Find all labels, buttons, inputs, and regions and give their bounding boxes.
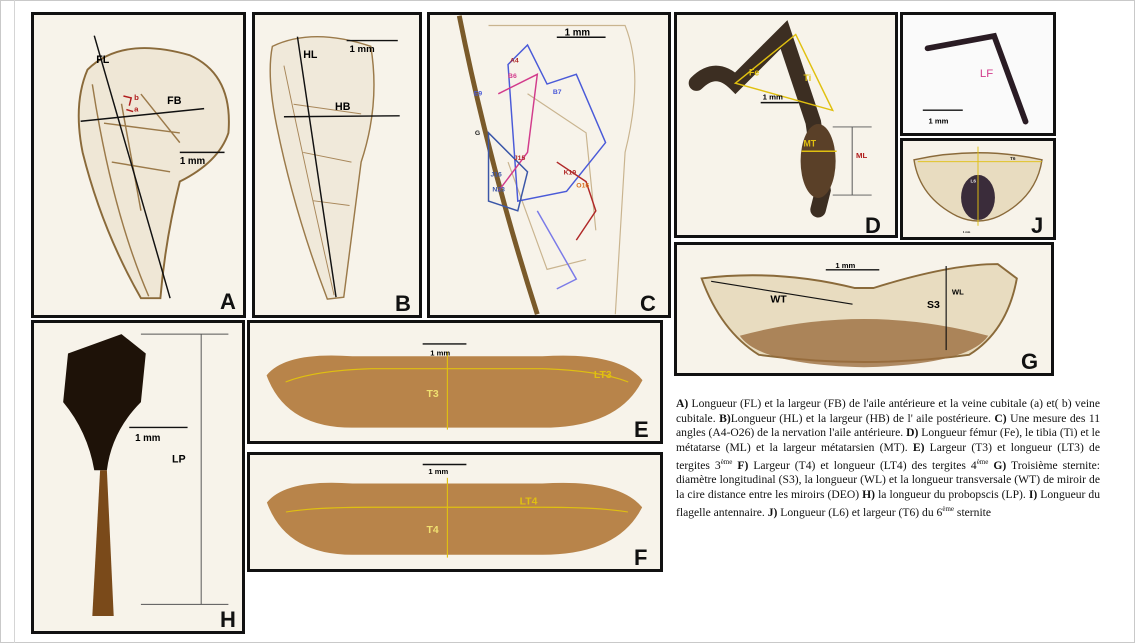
label-ti: Ti [804, 73, 812, 83]
hindwing-drawing: HL 1 mm HB [255, 15, 419, 315]
caption-sup-j: ème [942, 505, 954, 513]
caption-key-d: D) [906, 426, 918, 439]
label-lt4: LT4 [520, 496, 538, 507]
label-fl: FL [96, 54, 110, 66]
caption-key-i: I) [1029, 488, 1037, 501]
tergite4-drawing: 1 mm T4 LT4 [250, 455, 660, 569]
panel-e-tergite3: 1 mm T3 LT3 E [247, 320, 663, 444]
label-mt: MT [804, 138, 817, 148]
venation-drawing: 1 mm A4 B6 B7 E9 G J15 J16 N23 K19 O16 [430, 15, 668, 315]
label-j15: J15 [514, 155, 526, 162]
leg-drawing: 1 mm Fe Ti MT ML [677, 15, 895, 235]
caption-text-j: Longueur (L6) et largeur (T6) du 6 [777, 506, 942, 519]
label-a4: A4 [510, 58, 519, 65]
label-lt3: LT3 [594, 370, 612, 381]
label-hl: HL [303, 49, 318, 61]
scale-label: 1 mm [180, 156, 206, 167]
label-a: a [134, 105, 139, 114]
label-wl: WL [952, 288, 964, 297]
label-lp: LP [172, 453, 186, 465]
caption-key-e: E) [913, 441, 925, 454]
caption-key-h: H) [862, 488, 875, 501]
panel-letter: G [1021, 349, 1038, 375]
caption-text-h: la longueur du probopscis (LP). [875, 488, 1029, 501]
label-s3: S3 [927, 299, 940, 311]
label-b: b [134, 93, 139, 102]
scale-label: 1 mm [963, 230, 971, 234]
panel-b-hindwing: HL 1 mm HB B [252, 12, 422, 318]
label-ml: ML [856, 151, 867, 160]
label-wt: WT [770, 293, 787, 305]
caption-text-f: Largeur (T4) et longueur (LT4) des tergi… [748, 459, 976, 472]
panel-h-proboscis: 1 mm LP H [31, 320, 245, 634]
panel-c-venation-angles: 1 mm A4 B6 B7 E9 G J15 J16 N23 K19 O16 C [427, 12, 671, 318]
scale-label: 1 mm [428, 467, 448, 476]
scale-label: 1 mm [835, 261, 855, 270]
panel-i-antenna: 1 mm LF [900, 12, 1056, 136]
label-t6: T6 [1010, 156, 1016, 161]
panel-f-tergite4: 1 mm T4 LT4 F [247, 452, 663, 572]
panel-letter: F [634, 545, 647, 571]
caption-key-b: B) [719, 412, 731, 425]
panel-d-leg: 1 mm Fe Ti MT ML D [674, 12, 898, 238]
figure-caption: A) Longueur (FL) et la largeur (FB) de l… [676, 397, 1100, 521]
label-j16: J16 [490, 172, 502, 179]
caption-key-j: J) [768, 506, 778, 519]
caption-key-c: C) [994, 412, 1006, 425]
panel-a-forewing: FL FB b a 1 mm A [31, 12, 246, 318]
panel-g-sternite3: 1 mm WT S3 WL G [674, 242, 1054, 376]
caption-key-a: A) [676, 397, 688, 410]
label-fb: FB [167, 95, 182, 107]
panel-letter: C [640, 291, 656, 317]
label-o16: O16 [576, 182, 589, 189]
panel-j-sternite6: T6 L6 1 mm J [900, 138, 1056, 240]
caption-text-b: Longueur (HL) et la largeur (HB) de l' a… [731, 412, 995, 425]
label-fe: Fe [749, 67, 759, 77]
panel-letter: H [220, 607, 236, 633]
proboscis-drawing: 1 mm LP [34, 323, 242, 631]
label-l6: L6 [970, 178, 976, 183]
caption-sup-e: ème [721, 458, 733, 466]
label-e9: E9 [474, 91, 483, 98]
scale-label: 1 mm [430, 348, 450, 357]
caption-sup-f: ème [977, 458, 989, 466]
label-g: G [475, 130, 480, 137]
scale-label: 1 mm [350, 44, 375, 55]
sternite3-drawing: 1 mm WT S3 WL [677, 245, 1051, 373]
caption-key-f: F) [737, 459, 748, 472]
label-b6: B6 [508, 73, 517, 80]
panel-letter: E [634, 417, 649, 443]
tergite3-drawing: 1 mm T3 LT3 [250, 323, 660, 441]
caption-key-g: G) [993, 459, 1006, 472]
label-t4: T4 [427, 525, 439, 536]
scale-label: 1 mm [929, 116, 949, 125]
forewing-drawing: FL FB b a 1 mm [34, 15, 243, 315]
panel-letter: A [220, 289, 236, 315]
scale-label: 1 mm [565, 27, 591, 38]
scale-label: 1 mm [763, 93, 783, 102]
antenna-drawing: 1 mm LF [903, 15, 1053, 133]
panel-letter: D [865, 213, 881, 238]
label-k19: K19 [564, 170, 577, 177]
panel-letter: B [395, 291, 411, 317]
left-margin-rule [14, 0, 15, 643]
label-hb: HB [335, 101, 351, 113]
label-t3: T3 [426, 389, 438, 400]
label-n23: N23 [492, 186, 505, 193]
caption-text-j-end: sternite [954, 506, 991, 519]
scale-label: 1 mm [135, 433, 161, 444]
label-lf: LF [980, 68, 993, 80]
panel-letter: J [1031, 213, 1043, 239]
label-b7: B7 [553, 89, 562, 96]
